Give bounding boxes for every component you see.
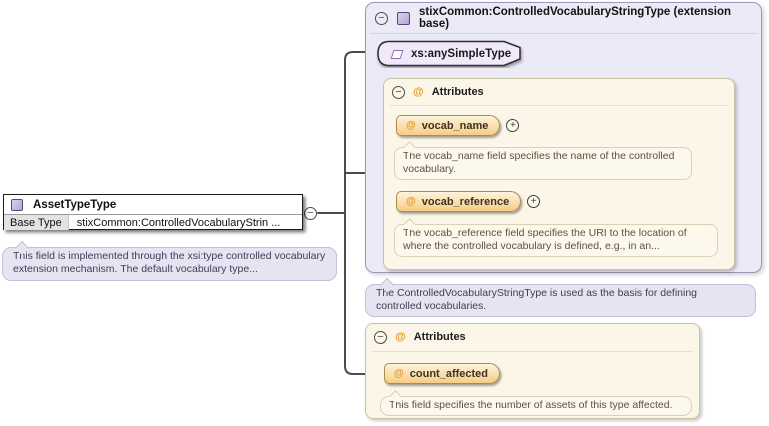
simple-type-shape[interactable]: xs:anySimpleType [376, 40, 528, 68]
attribute-at-icon: @ [413, 87, 424, 98]
simple-type-icon [391, 50, 404, 59]
attributes-header[interactable]: − @ Attributes [366, 324, 699, 350]
attribute-at-icon: @ [406, 120, 416, 131]
attribute-name: count_affected [410, 368, 488, 380]
attributes-header[interactable]: − @ Attributes [384, 79, 734, 105]
expand-icon[interactable]: + [506, 119, 519, 132]
attribute-vocab-reference[interactable]: @ vocab_reference [396, 191, 521, 212]
base-type-row: Base Type stixCommon:ControlledVocabular… [4, 214, 302, 230]
attributes-panel-local: − @ Attributes @ count_affected This fie… [365, 323, 700, 419]
annotation-asset-type: This field is implemented through the xs… [2, 247, 337, 281]
attribute-at-icon: @ [406, 196, 416, 207]
asset-type-title: AssetTypeType [33, 199, 116, 211]
base-type-value: stixCommon:ControlledVocabularyStrin ... [69, 215, 281, 230]
collapse-icon[interactable]: − [304, 207, 317, 220]
asset-type-header[interactable]: AssetTypeType [4, 195, 302, 214]
attributes-label: Attributes [432, 86, 484, 98]
attribute-vocab-name[interactable]: @ vocab_name [396, 115, 500, 136]
annotation-vocab-reference: The vocab_reference field specifies the … [394, 224, 718, 257]
simple-type-label: xs:anySimpleType [411, 48, 511, 60]
extension-base-header[interactable]: − stixCommon:ControlledVocabularyStringT… [366, 3, 761, 33]
attribute-at-icon: @ [394, 368, 404, 379]
divider [370, 33, 757, 34]
attribute-name: vocab_reference [422, 196, 509, 208]
divider [390, 105, 728, 106]
annotation-controlled-vocabulary: The ControlledVocabularyStringType is us… [365, 284, 756, 317]
attributes-label: Attributes [414, 331, 466, 343]
annotation-count-affected: This field specifies the number of asset… [380, 396, 692, 416]
annotation-vocab-name: The vocab_name field specifies the name … [394, 147, 692, 180]
collapse-icon[interactable]: − [392, 86, 405, 99]
asset-type-box[interactable]: AssetTypeType Base Type stixCommon:Contr… [3, 194, 303, 230]
extension-base-title: stixCommon:ControlledVocabularyStringTyp… [419, 6, 761, 30]
attribute-at-icon: @ [395, 332, 406, 343]
collapse-icon[interactable]: − [374, 331, 387, 344]
divider [372, 351, 693, 352]
complex-type-icon [397, 12, 410, 25]
attribute-row: @ vocab_reference + [396, 191, 540, 212]
attribute-row: @ count_affected [384, 363, 500, 384]
attribute-row: @ vocab_name + [396, 115, 519, 136]
attribute-name: vocab_name [422, 120, 489, 132]
expand-icon[interactable]: + [527, 195, 540, 208]
attributes-panel-extension: − @ Attributes @ vocab_name + The vocab_… [383, 78, 735, 270]
base-type-label: Base Type [4, 215, 69, 230]
attribute-count-affected[interactable]: @ count_affected [384, 363, 500, 384]
collapse-icon[interactable]: − [375, 12, 388, 25]
complex-type-icon [11, 199, 23, 211]
